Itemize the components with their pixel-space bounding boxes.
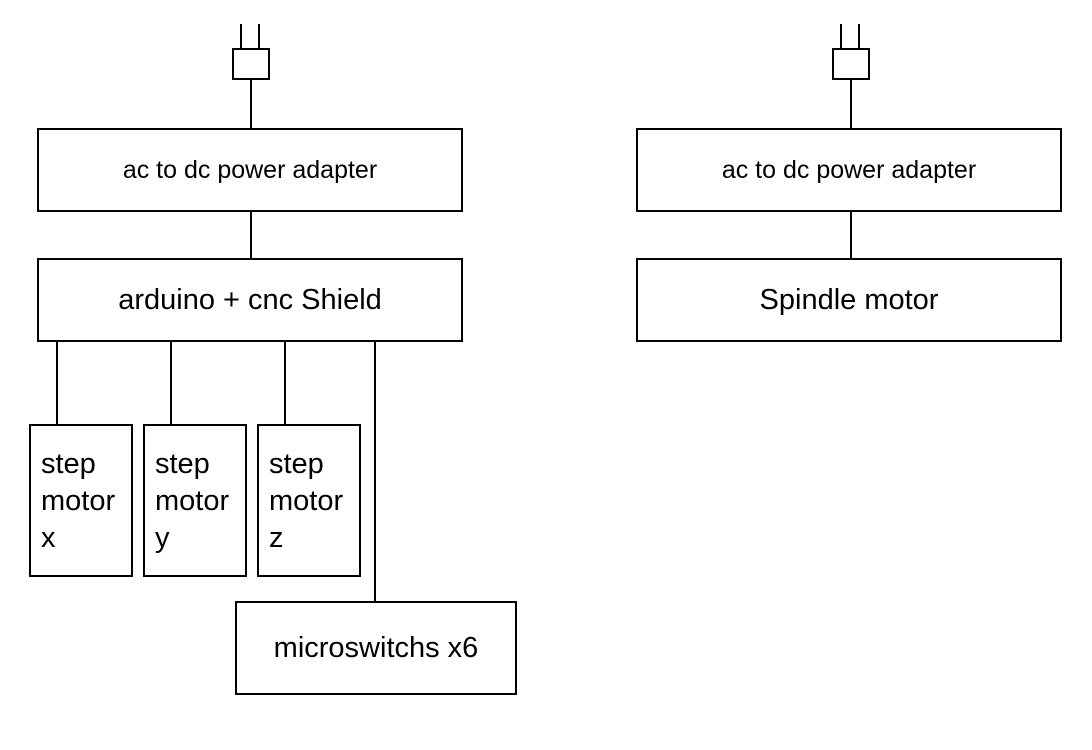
power-adapter-box: ac to dc power adapter bbox=[37, 128, 463, 212]
motor-label-line: motor bbox=[41, 485, 116, 517]
step-motor-x-label: step motor x bbox=[41, 446, 115, 557]
power-plug-icon bbox=[832, 24, 870, 80]
spindle-motor-label: Spindle motor bbox=[759, 283, 939, 316]
connector-line bbox=[850, 80, 852, 130]
connector-line bbox=[850, 212, 852, 259]
step-motor-y-label: step motor y bbox=[155, 446, 229, 557]
microswitches-box: microswitchs x6 bbox=[235, 601, 517, 695]
power-adapter-label: ac to dc power adapter bbox=[721, 155, 977, 184]
spindle-motor-box: Spindle motor bbox=[636, 258, 1062, 342]
motor-label-line: motor bbox=[269, 485, 344, 517]
controller-label: arduino + cnc Shield bbox=[118, 283, 382, 316]
power-adapter-label: ac to dc power adapter bbox=[122, 155, 378, 184]
motor-label-line: motor bbox=[155, 485, 230, 517]
connector-line bbox=[170, 342, 172, 425]
step-motor-z-label: step motor z bbox=[269, 446, 343, 557]
controller-box: arduino + cnc Shield bbox=[37, 258, 463, 342]
connector-line bbox=[374, 342, 376, 603]
motor-label-line: step bbox=[155, 448, 210, 480]
step-motor-x-box: step motor x bbox=[29, 424, 133, 577]
step-motor-y-box: step motor y bbox=[143, 424, 247, 577]
motor-label-line: step bbox=[269, 448, 324, 480]
connector-line bbox=[250, 80, 252, 130]
microswitches-label: microswitchs x6 bbox=[273, 631, 479, 664]
power-adapter-box: ac to dc power adapter bbox=[636, 128, 1062, 212]
motor-label-line: step bbox=[41, 448, 96, 480]
motor-label-line: z bbox=[269, 522, 284, 554]
connector-line bbox=[250, 212, 252, 259]
connector-line bbox=[284, 342, 286, 425]
motor-label-line: y bbox=[155, 522, 170, 554]
step-motor-z-box: step motor z bbox=[257, 424, 361, 577]
power-plug-icon bbox=[232, 24, 270, 80]
motor-label-line: x bbox=[41, 522, 56, 554]
connector-line bbox=[56, 342, 58, 425]
